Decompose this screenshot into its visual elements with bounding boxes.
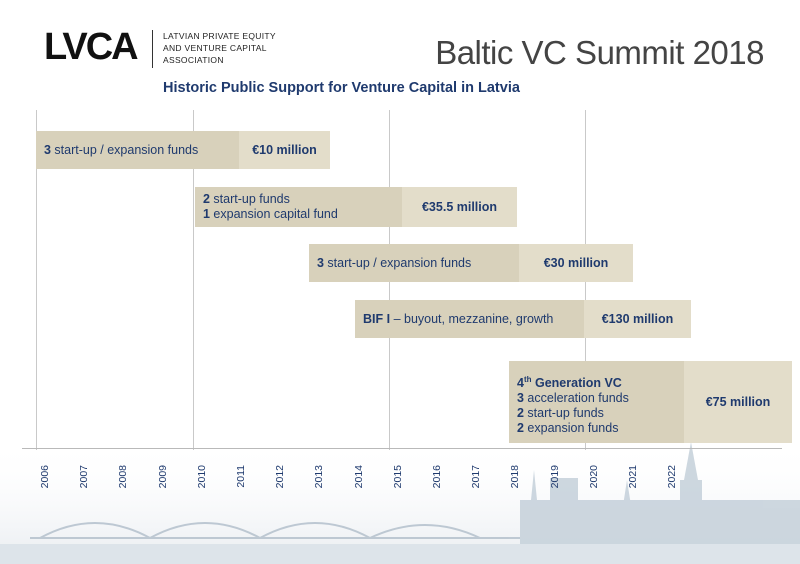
- year-label: 2006: [39, 465, 51, 489]
- program-description: 3 start-up / expansion funds: [317, 256, 515, 271]
- year-tick-label: 2019: [526, 460, 566, 490]
- program-text: – buyout, mezzanine, growth: [390, 311, 554, 326]
- year-tick-label: 2014: [330, 460, 370, 490]
- year-label: 2018: [509, 465, 522, 489]
- year-label: 2012: [274, 465, 287, 489]
- program-bar: [309, 244, 519, 282]
- year-tick-label: 2008: [94, 460, 134, 490]
- program-line: 3 start-up / expansion funds: [317, 256, 515, 271]
- program-description: BIF I – buyout, mezzanine, growth: [363, 312, 580, 327]
- program-text: acceleration funds: [523, 391, 629, 406]
- association-line: LATVIAN PRIVATE EQUITY: [163, 31, 276, 41]
- program-amount: €30 million: [519, 244, 633, 282]
- year-label: 2013: [313, 465, 326, 489]
- association-line: ASSOCIATION: [163, 55, 224, 65]
- program-text: start-up funds: [209, 192, 290, 206]
- program-count: 4: [517, 376, 524, 391]
- timeline-axis: [22, 448, 782, 449]
- program-bar: [36, 131, 239, 169]
- year-tick-label: 2013: [290, 460, 330, 490]
- program-line: 2 start-up funds: [203, 192, 398, 207]
- year-tick-label: 2012: [251, 460, 291, 490]
- program-line: BIF I – buyout, mezzanine, growth: [363, 312, 580, 327]
- program-text: expansion capital fund: [209, 207, 338, 221]
- program-heading: Generation VC: [531, 376, 622, 391]
- year-tick-label: 2020: [565, 460, 605, 490]
- year-tick-label: 2018: [486, 460, 526, 490]
- program-line: 4th Generation VC: [517, 372, 680, 391]
- year-label: 2007: [78, 465, 91, 489]
- lvca-logo: LVCA: [44, 26, 139, 68]
- year-label: 2015: [391, 465, 404, 489]
- year-tick-label: 2010: [173, 460, 213, 490]
- year-label: 2011: [235, 465, 247, 488]
- year-label: 2009: [156, 465, 169, 489]
- year-label: 2022: [666, 465, 679, 489]
- program-count: 2: [517, 421, 524, 436]
- program-text: start-up funds: [523, 406, 604, 421]
- program-text: start-up / expansion funds: [323, 255, 472, 270]
- summit-title: Baltic VC Summit 2018: [435, 34, 764, 71]
- ordinal-suffix: th: [523, 375, 532, 384]
- program-amount: €130 million: [584, 300, 691, 338]
- program-count: 3: [44, 142, 51, 157]
- year-label: 2020: [587, 465, 600, 489]
- program-amount: €10 million: [239, 131, 330, 169]
- program-amount: €35.5 million: [402, 187, 517, 227]
- year-label: 2019: [548, 465, 561, 489]
- program-count: 3: [517, 391, 524, 406]
- year-tick-label: 2022: [643, 460, 683, 490]
- year-label: 2021: [627, 465, 639, 489]
- slide-subtitle: Historic Public Support for Venture Capi…: [163, 80, 520, 96]
- gridline: [192, 110, 194, 450]
- program-line: 3 start-up / expansion funds: [44, 143, 235, 158]
- program-count: 2: [203, 192, 210, 206]
- year-label: 2008: [117, 465, 130, 489]
- program-bar: [355, 300, 584, 338]
- year-tick-label: 2006: [16, 460, 56, 490]
- year-tick-label: 2017: [447, 460, 487, 490]
- program-line: 2 expansion funds: [517, 421, 680, 436]
- year-tick-label: 2016: [408, 460, 448, 490]
- riga-skyline-image: [0, 440, 800, 564]
- program-bar: [195, 187, 402, 227]
- year-label: 2016: [431, 465, 443, 489]
- association-line: AND VENTURE CAPITAL: [163, 43, 267, 53]
- year-label: 2017: [470, 465, 483, 489]
- association-name: LATVIAN PRIVATE EQUITY AND VENTURE CAPIT…: [163, 30, 276, 66]
- program-count: 2: [517, 406, 524, 421]
- year-tick-label: 2021: [604, 460, 644, 490]
- year-label: 2010: [195, 465, 208, 489]
- year-tick-label: 2015: [369, 460, 409, 490]
- program-count: 1: [203, 207, 210, 221]
- program-text: expansion funds: [523, 421, 619, 436]
- logo-divider: [152, 30, 153, 68]
- year-tick-label: 2009: [134, 460, 174, 490]
- year-label: 2014: [352, 465, 365, 489]
- program-bar: [509, 361, 684, 443]
- program-text: start-up / expansion funds: [50, 142, 199, 157]
- program-line: 1 expansion capital fund: [203, 207, 398, 222]
- year-tick-label: 2011: [212, 460, 252, 490]
- program-count: 3: [317, 255, 324, 270]
- program-amount: €75 million: [684, 361, 792, 443]
- gridline: [36, 110, 37, 450]
- year-tick-label: 2007: [55, 460, 95, 490]
- program-line: 3 acceleration funds: [517, 391, 680, 406]
- program-count: BIF I: [363, 311, 391, 326]
- program-description: 3 start-up / expansion funds: [44, 143, 235, 158]
- program-line: 2 start-up funds: [517, 406, 680, 421]
